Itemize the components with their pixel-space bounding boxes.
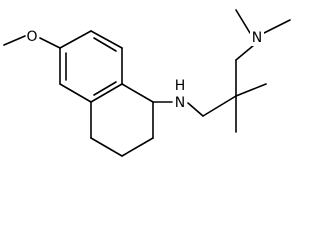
chemical-structure-diagram: O N H N	[3, 9, 291, 157]
bond-nh-ch2	[187, 102, 204, 117]
bond-ch2-ch2	[121, 137, 154, 157]
amine-nitrogen-label: N	[175, 95, 185, 111]
bond-ch2-quaternary-carbon	[202, 95, 237, 117]
bond-dimethylamino-methyl-left	[235, 9, 251, 34]
bond-aromatic-c2-c3	[90, 30, 123, 49]
bond-ch2-dimethylamino	[235, 44, 255, 61]
double-bond-aromatic-bottom	[93, 81, 117, 96]
bond-oxygen-ring	[39, 37, 61, 49]
bond-aromatic-c5-c6	[59, 83, 92, 103]
bond-ch2-ch2-lower	[90, 137, 123, 157]
bond-dimethylamino-methyl-right	[263, 19, 291, 34]
amine-hydrogen-label: H	[175, 78, 186, 94]
bond-ring-to-aminomethine	[121, 83, 154, 103]
dimethylamino-nitrogen-label: N	[252, 30, 262, 46]
bond-aromatic-c4-c5	[90, 83, 123, 103]
bond-methyl-oxygen	[3, 35, 26, 46]
bond-aromatic-c1-c2	[59, 30, 92, 49]
methoxy-oxygen-label: O	[26, 29, 37, 45]
bond-quaternary-methyl-right	[235, 83, 267, 97]
double-bond-aromatic-top	[93, 37, 117, 52]
